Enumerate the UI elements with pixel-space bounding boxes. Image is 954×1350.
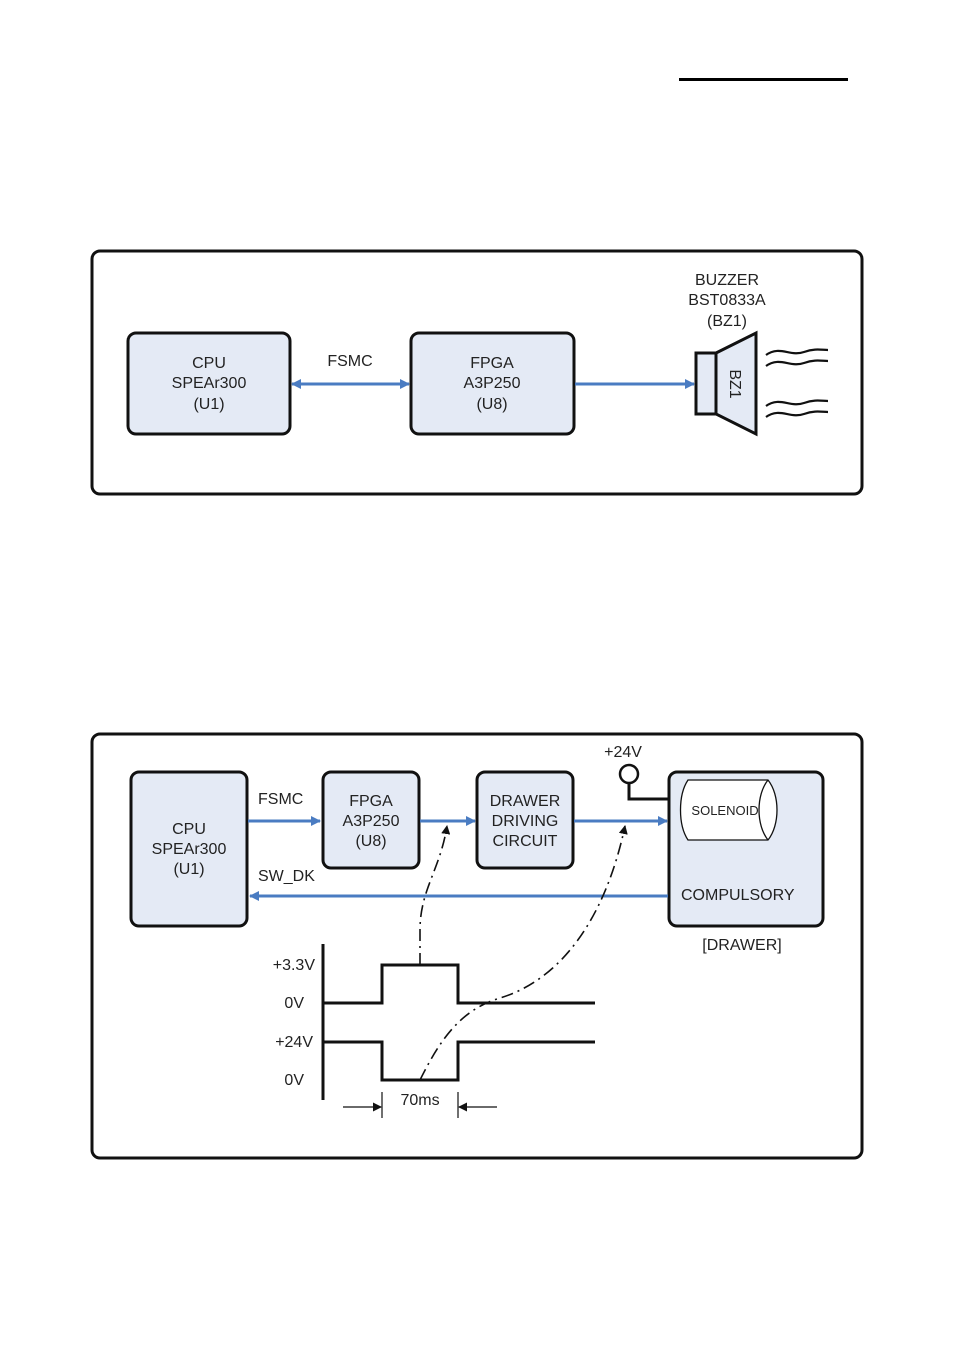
fpga-block: FPGA A3P250 (U8): [409, 331, 576, 436]
fsmc-label: FSMC: [258, 791, 303, 808]
pulse-width-label: 70ms: [400, 1092, 439, 1109]
buzzer-ref: (BZ1): [707, 313, 747, 330]
cpu-block: CPU SPEAr300 (U1): [126, 331, 292, 436]
fpga-ref: (U8): [476, 396, 507, 413]
header-underline: [679, 78, 848, 81]
driver-line-1: DRAWER: [490, 793, 561, 810]
lower-high-label: +24V: [275, 1034, 313, 1051]
cpu-label: CPU: [172, 821, 206, 838]
lower-low-label: 0V: [284, 1072, 304, 1089]
cpu-model: SPEAr300: [172, 375, 247, 392]
supply-wire: [627, 783, 669, 801]
buzzer-diagram: CPU SPEAr300 (U1) FSMC FPGA A3P250 (U8) …: [90, 249, 864, 496]
upper-low-label: 0V: [284, 995, 304, 1012]
cpu-ref: (U1): [173, 861, 204, 878]
fpga-output-correlation-curve: [419, 825, 451, 965]
compulsory-label: COMPULSORY: [681, 887, 795, 904]
cpu-label: CPU: [192, 355, 226, 372]
supply-label: +24V: [604, 744, 642, 761]
cpu-ref: (U1): [193, 396, 224, 413]
drawer-caption: [DRAWER]: [702, 937, 781, 954]
timing-diagram: +3.3V 0V +24V 0V 70ms: [273, 825, 628, 1118]
buzzer-title: BUZZER: [695, 272, 759, 289]
sound-wave-icon: [765, 348, 829, 418]
fpga-label: FPGA: [349, 793, 393, 810]
upper-high-label: +3.3V: [273, 957, 316, 974]
fpga-model: A3P250: [464, 375, 521, 392]
driver-line-2: DRIVING: [492, 813, 559, 830]
driver-output-correlation-curve: [419, 825, 628, 1081]
fpga-block: FPGA A3P250 (U8): [321, 770, 421, 870]
speaker-icon: BZ1: [694, 330, 758, 437]
buzzer-body-label: BZ1: [726, 369, 743, 398]
solenoid-icon: SOLENOID: [679, 779, 778, 841]
cpu-model: SPEAr300: [152, 841, 227, 858]
cpu-block: CPU SPEAr300 (U1): [129, 770, 249, 928]
sw-dk-label: SW_DK: [258, 868, 315, 885]
driver-line-3: CIRCUIT: [493, 833, 558, 850]
fsmc-label: FSMC: [327, 353, 372, 370]
fpga-model: A3P250: [343, 813, 400, 830]
supply-terminal-icon: [618, 763, 640, 785]
drawer-diagram: CPU SPEAr300 (U1) FSMC FPGA A3P250 (U8) …: [90, 732, 864, 1160]
solenoid-label: SOLENOID: [691, 803, 758, 818]
fpga-ref: (U8): [355, 833, 386, 850]
fpga-label: FPGA: [470, 355, 514, 372]
drawer-block: SOLENOID COMPULSORY: [667, 770, 825, 928]
drawer-driving-circuit-block: DRAWER DRIVING CIRCUIT: [475, 770, 575, 870]
buzzer-model: BST0833A: [688, 292, 766, 309]
